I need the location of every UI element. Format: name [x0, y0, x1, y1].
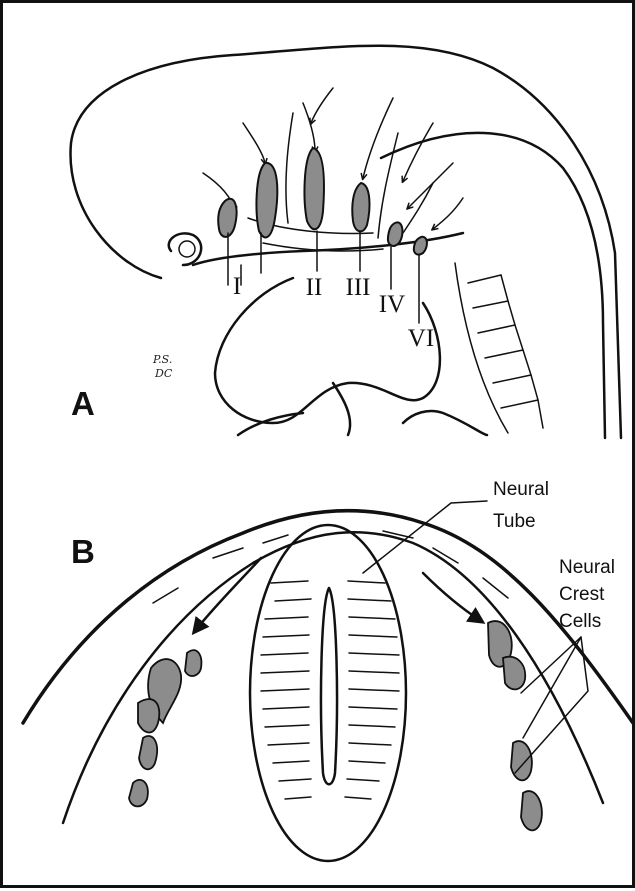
lower-body-line	[238, 383, 487, 435]
arch-label-iv: IV	[379, 291, 405, 318]
arch-label-vi: VI	[408, 325, 434, 352]
migration-arrow-left	[195, 558, 261, 631]
panel-a: I II III IV VI P.S. DC A	[70, 46, 621, 438]
arch-ii	[305, 148, 324, 229]
heart-bulge	[215, 278, 440, 423]
label-neural-tube-1: Neural	[493, 479, 549, 500]
panel-b: Neural Tube Neural Crest Cells B	[23, 479, 633, 861]
label-neural-crest-2: Crest	[559, 584, 605, 605]
panel-label-b: B	[71, 533, 95, 570]
arch-label-iii: III	[346, 274, 371, 301]
neural-tube-striations	[261, 581, 399, 799]
neural-canal	[321, 588, 337, 784]
embryo-outer-contour	[70, 46, 621, 438]
embryo-diagram: I II III IV VI P.S. DC A	[3, 3, 635, 891]
eye-outline	[169, 233, 201, 265]
label-neural-crest-3: Cells	[559, 611, 601, 632]
arch-label-i: I	[233, 273, 241, 300]
label-neural-tube-2: Tube	[493, 511, 536, 532]
arch-iii	[352, 183, 369, 231]
arch-i-small	[218, 199, 236, 237]
artist-initials-top: P.S.	[152, 353, 172, 366]
neural-tube-outline	[250, 525, 406, 861]
migration-arrows-a	[203, 88, 463, 238]
embryo-dorsal-line	[381, 133, 605, 438]
arch-iv	[388, 222, 403, 246]
pharyngeal-arches	[218, 148, 427, 255]
label-neural-crest-1: Neural	[559, 557, 615, 578]
arch-vi	[414, 237, 427, 255]
arch-label-ii: II	[306, 274, 323, 301]
somites	[455, 263, 543, 433]
eye-lens	[179, 241, 195, 257]
panel-label-a: A	[71, 385, 95, 422]
arch-i-large	[257, 163, 278, 238]
artist-initials-bottom: DC	[154, 367, 173, 380]
ectoderm-outer	[23, 511, 633, 723]
migration-arrow-right	[423, 573, 481, 621]
